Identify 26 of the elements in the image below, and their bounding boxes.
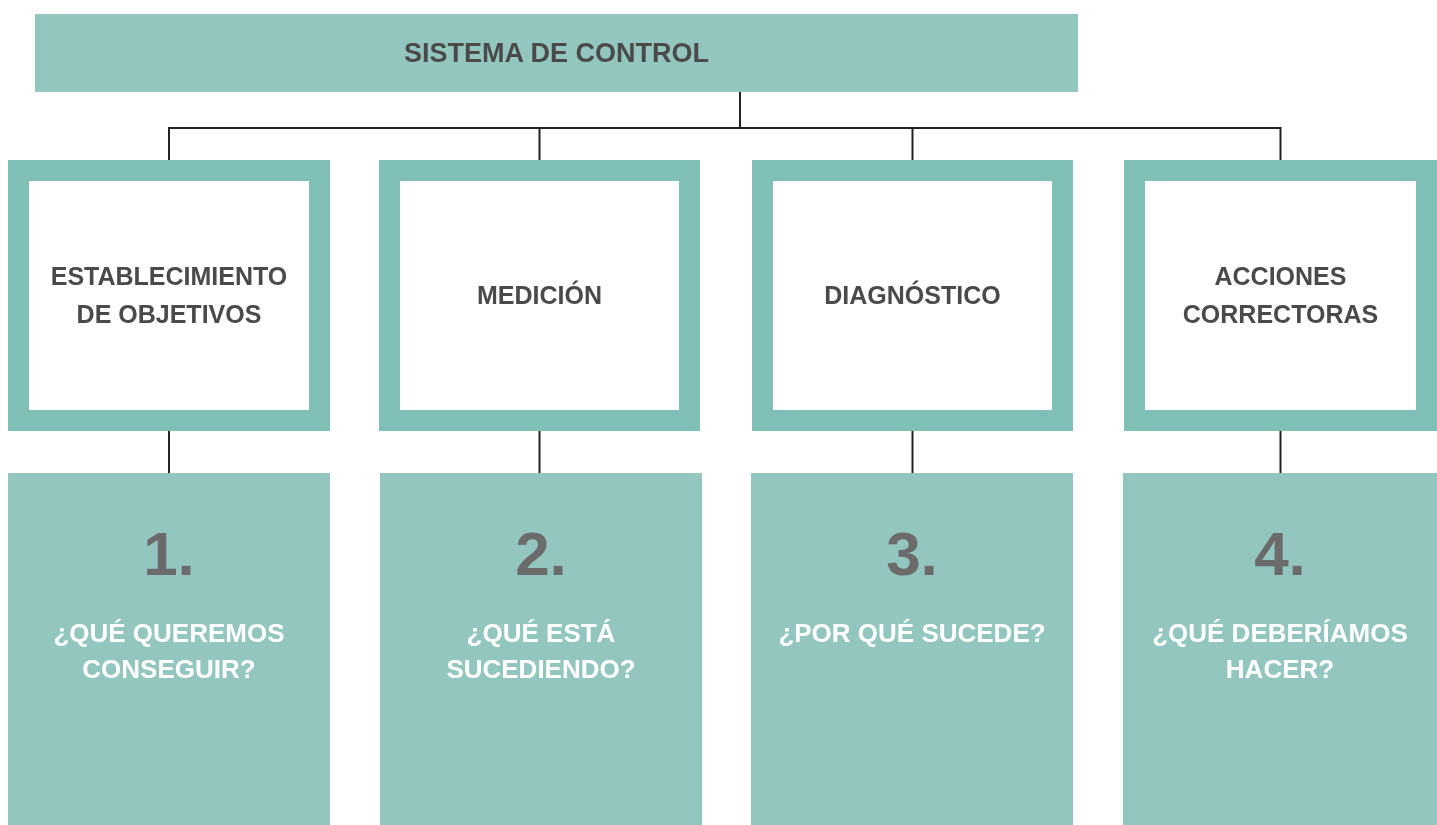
question-panel [380,473,702,825]
stage-label: DIAGNÓSTICO [823,279,1002,311]
step-number: 2. [515,523,567,585]
stage-box [379,160,700,431]
title-text: SISTEMA DE CONTROL [404,37,709,69]
stage-box [8,160,330,431]
connector-line [538,430,541,474]
question-text: ¿QUÉ ESTÁ SUCEDIENDO? [445,617,637,687]
stage-box [752,160,1073,431]
question-panel [8,473,330,825]
connector-line [168,430,170,474]
step-number: 3. [886,523,938,585]
title-banner [35,14,1078,92]
question-text: ¿QUÉ QUEREMOS CONSEGUIR? [52,617,286,687]
stage-label: ESTABLECIMIENTO DE OBJETIVOS [49,261,289,330]
stage-label: ACCIONES CORRECTORAS [1181,261,1380,330]
stage-label: MEDICIÓN [476,279,603,311]
question-text: ¿POR QUÉ SUCEDE? [777,617,1047,650]
question-text: ¿QUÉ DEBERÍAMOS HACER? [1151,617,1409,687]
question-panel [751,473,1073,825]
step-number: 4. [1254,523,1306,585]
question-panel [1123,473,1437,825]
stage-box [1124,160,1437,431]
connector-line [1279,430,1282,474]
step-number: 1. [143,523,195,585]
connector-line [911,430,914,474]
